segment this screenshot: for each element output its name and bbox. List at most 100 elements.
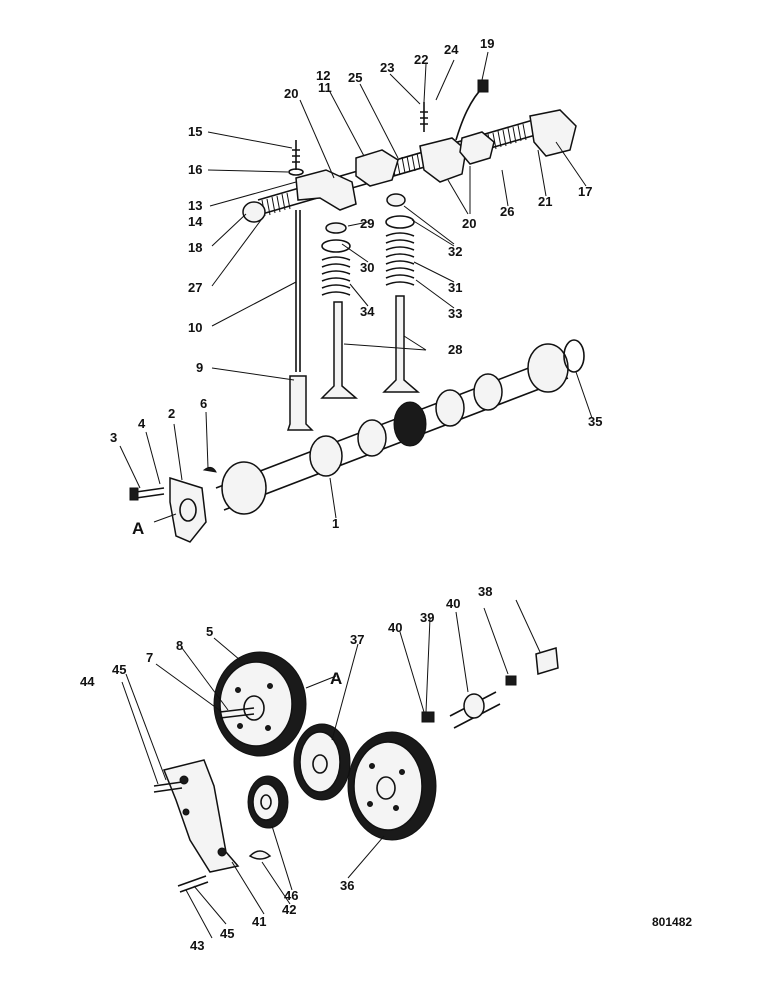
callout-22: 22 xyxy=(414,52,428,67)
gear-train xyxy=(153,647,559,893)
spring-cap-right xyxy=(385,215,415,229)
callout-10: 10 xyxy=(188,320,202,335)
bracket-hole-lower xyxy=(217,847,227,857)
camshaft-drive-gear xyxy=(393,401,427,447)
section-marker-a-bottom: A xyxy=(330,669,342,688)
callout-19: 19 xyxy=(480,36,494,51)
camshaft-lobe-3 xyxy=(435,389,465,427)
camshaft-gear xyxy=(213,651,307,757)
callout-43: 43 xyxy=(190,938,204,953)
thrust-plate-bolt xyxy=(135,487,165,499)
callout-36: 36 xyxy=(340,878,354,893)
stud-washer xyxy=(288,168,304,176)
callout-7: 7 xyxy=(146,650,153,665)
oil-pipe-banjo xyxy=(477,79,489,93)
section-markers: A A xyxy=(132,519,342,688)
callout-16: 16 xyxy=(188,162,202,177)
callout-46: 46 xyxy=(284,888,298,903)
callout-9: 9 xyxy=(196,360,203,375)
callout-38: 38 xyxy=(478,584,492,599)
spring-cap-left xyxy=(321,239,351,253)
callout-37: 37 xyxy=(350,632,364,647)
callout-6: 6 xyxy=(200,396,207,411)
bracket-hole-mid xyxy=(182,808,190,816)
valve-spring-left xyxy=(321,256,351,296)
callout-40-right: 40 xyxy=(446,596,460,611)
fuel-pump-gear xyxy=(347,731,437,841)
gear-bolt xyxy=(219,707,255,719)
section-marker-a-top: A xyxy=(132,519,144,538)
thrust-plate xyxy=(169,476,207,543)
callout-34: 34 xyxy=(360,304,375,319)
callout-20-right: 20 xyxy=(462,216,476,231)
tappet xyxy=(286,375,314,431)
gear-key xyxy=(248,850,272,860)
callout-24: 24 xyxy=(444,42,459,57)
callout-18: 18 xyxy=(188,240,202,255)
leader-lines xyxy=(119,51,593,939)
shaft-end-plug xyxy=(242,201,266,223)
callout-41: 41 xyxy=(252,914,266,929)
adjusting-screw xyxy=(420,102,428,132)
callout-44: 44 xyxy=(80,674,95,689)
callout-2: 2 xyxy=(168,406,175,421)
callout-27: 27 xyxy=(188,280,202,295)
callout-14: 14 xyxy=(188,214,203,229)
callout-1: 1 xyxy=(332,516,339,531)
callout-12: 12 xyxy=(316,68,330,83)
rocker-arm-right-a xyxy=(419,137,467,183)
rocker-arm-right-b xyxy=(459,131,495,165)
camshaft-assembly xyxy=(129,339,585,543)
valve-spring-right xyxy=(385,232,415,286)
bracket-bolt-lower xyxy=(177,875,209,893)
rocker-pedestal xyxy=(529,109,577,157)
callout-31: 31 xyxy=(448,280,462,295)
timing-bracket xyxy=(162,759,240,873)
callout-11: 11 xyxy=(318,80,332,95)
document-number: 801482 xyxy=(652,915,692,929)
callout-33: 33 xyxy=(448,306,462,321)
camshaft-lobe-4 xyxy=(473,373,503,411)
rocker-shaft-assembly xyxy=(242,79,577,223)
valve-collet-left xyxy=(325,222,347,234)
callout-30: 30 xyxy=(360,260,374,275)
callout-29: 29 xyxy=(360,216,374,231)
callout-39: 39 xyxy=(420,610,434,625)
idler-bush xyxy=(535,647,559,675)
push-rod xyxy=(295,210,301,372)
camshaft-seal-ring xyxy=(563,339,585,373)
callout-17: 17 xyxy=(578,184,592,199)
camshaft-lobe-1 xyxy=(309,435,343,477)
callout-3: 3 xyxy=(110,430,117,445)
rocker-stud xyxy=(292,140,300,170)
callout-28: 28 xyxy=(448,342,462,357)
callout-5: 5 xyxy=(206,624,213,639)
camshaft-journal-rear xyxy=(527,343,569,393)
callout-40-left: 40 xyxy=(388,620,402,635)
rocker-arm-left xyxy=(295,169,357,211)
callout-45-upper: 45 xyxy=(112,662,126,677)
camshaft-body xyxy=(215,355,569,511)
callout-labels: 15 16 13 14 18 27 10 9 20 12 11 25 23 22… xyxy=(80,36,602,953)
callout-25: 25 xyxy=(348,70,362,85)
callout-15: 15 xyxy=(188,124,202,139)
crankshaft-gear xyxy=(247,775,289,829)
camshaft-lobe-2 xyxy=(357,419,387,457)
valve-collet-right xyxy=(386,193,406,207)
thrust-bolt-head xyxy=(129,487,139,501)
valve-left xyxy=(320,301,359,399)
callout-20-left: 20 xyxy=(284,86,298,101)
valve-right xyxy=(382,295,421,393)
thrust-plate-hole xyxy=(179,498,197,522)
callout-32: 32 xyxy=(448,244,462,259)
idler-spindle xyxy=(421,675,517,729)
callout-35: 35 xyxy=(588,414,602,429)
valve-train xyxy=(286,140,421,431)
callout-26: 26 xyxy=(500,204,514,219)
callout-13: 13 xyxy=(188,198,202,213)
idler-gear xyxy=(293,723,351,801)
callout-21: 21 xyxy=(538,194,552,209)
callout-8: 8 xyxy=(176,638,183,653)
callout-45-lower: 45 xyxy=(220,926,234,941)
